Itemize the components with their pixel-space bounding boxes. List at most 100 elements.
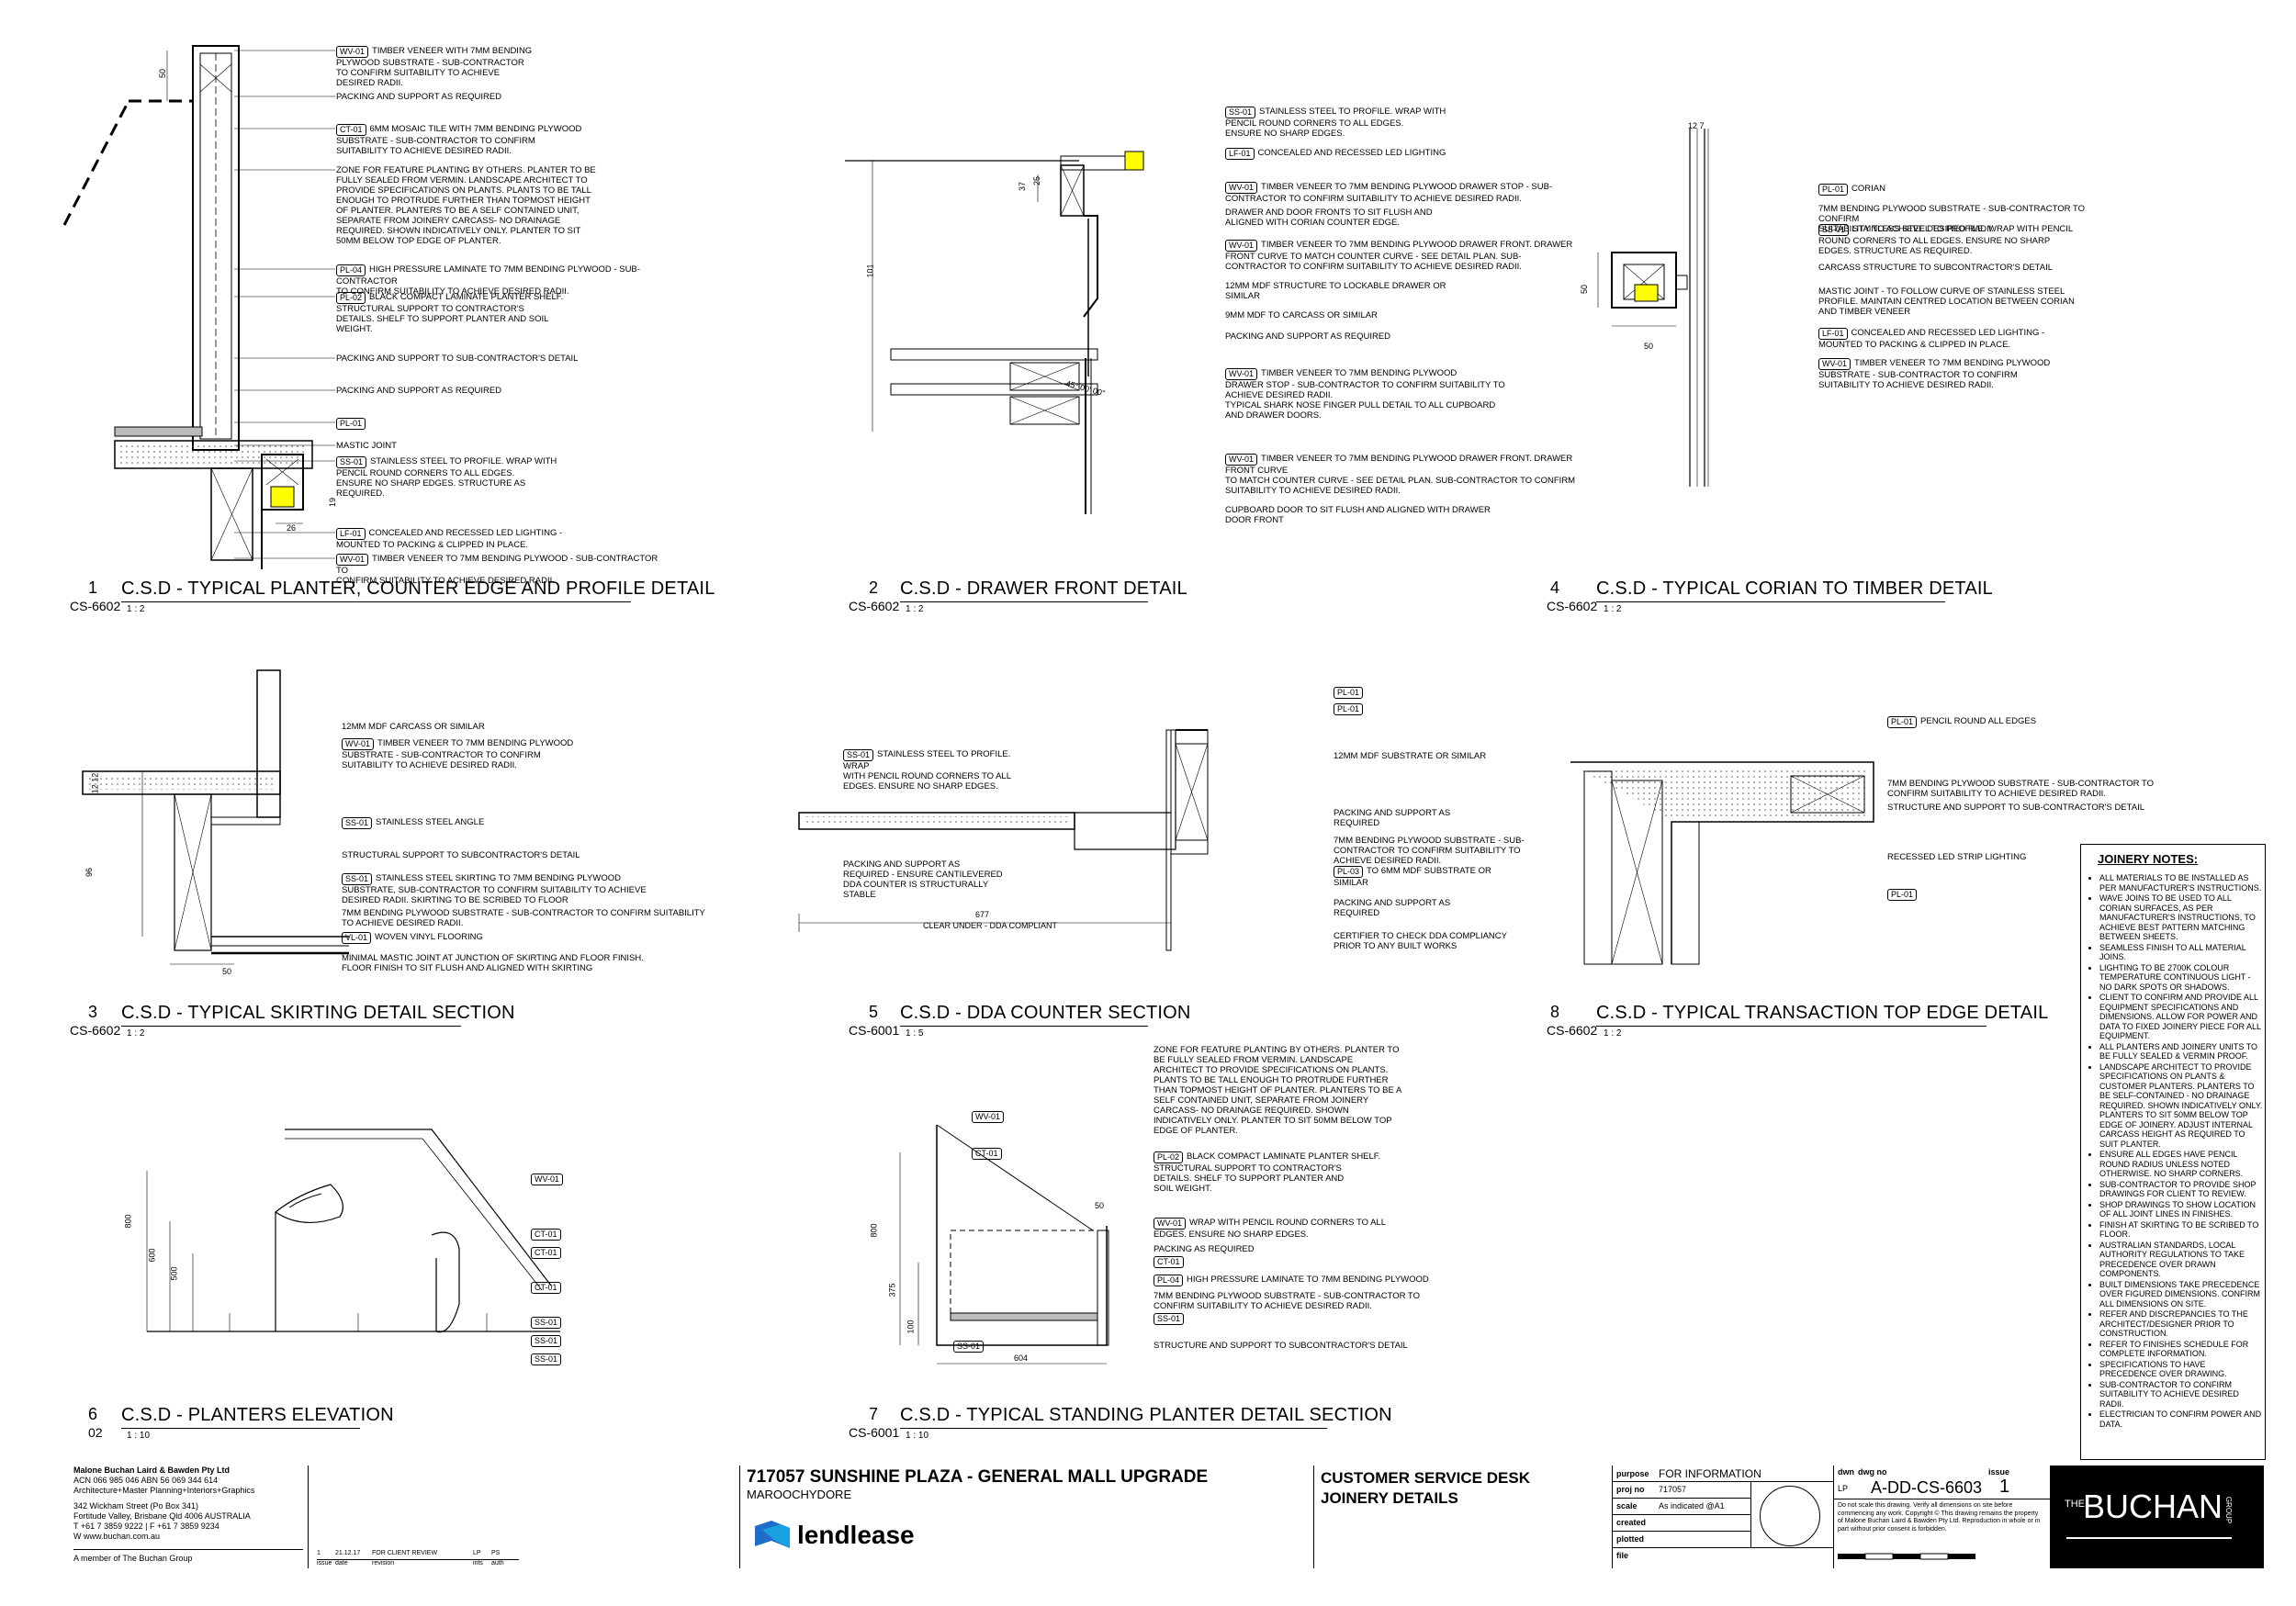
note-mastic: MINIMAL MASTIC JOINT AT JUNCTION OF SKIR… <box>342 953 644 973</box>
view3-scale: 1 : 2 <box>127 1028 145 1039</box>
scale-value: As indicated @A1 <box>1659 1501 1725 1511</box>
view5-drawing <box>798 729 1209 951</box>
view7-drawing <box>899 1124 1109 1365</box>
joinery-note: SPECIFICATIONS TO HAVE PRECEDENCE OVER D… <box>2099 1360 2265 1379</box>
dim-604: 604 <box>1014 1353 1029 1363</box>
joinery-note: BUILT DIMENSIONS TAKE PRECEDENCE OVER FI… <box>2099 1280 2265 1309</box>
view5-title: C.S.D - DDA COUNTER SECTION <box>900 1003 1190 1027</box>
disclaimer: Do not scale this drawing. Verify all di… <box>1838 1502 2041 1533</box>
firm-addr2: Fortitude Valley, Brisbane Qld 4006 AUST… <box>73 1511 251 1521</box>
view3-title: C.S.D - TYPICAL SKIRTING DETAIL SECTION <box>121 1003 514 1027</box>
note-packing2: PACKING AND SUPPORT AS REQUIRED <box>1334 898 1451 918</box>
view6-sheet: 02 <box>88 1425 103 1440</box>
note-zone: ZONE FOR FEATURE PLANTING BY OTHERS. PLA… <box>1154 1045 1402 1136</box>
view5-scale: 1 : 5 <box>906 1028 924 1039</box>
issue-value: 1 <box>1999 1477 2010 1497</box>
joinery-note: SUB-CONTRACTOR TO CONFIRM SUITABILITY TO… <box>2099 1380 2265 1409</box>
firm-addr1: 342 Wickham Street (Po Box 341) <box>73 1501 199 1511</box>
note-mastic: MASTIC JOINT <box>336 441 397 451</box>
joinery-note: SUB-CONTRACTOR TO PROVIDE SHOP DRAWINGS … <box>2099 1180 2265 1199</box>
joinery-note: LANDSCAPE ARCHITECT TO PROVIDE SPECIFICA… <box>2099 1062 2265 1150</box>
joinery-note: ALL MATERIALS TO BE INSTALLED AS PER MAN… <box>2099 873 2265 893</box>
view6-drawing <box>146 1129 560 1333</box>
dim-800: 800 <box>869 1223 879 1238</box>
joinery-note: ENSURE ALL EDGES HAVE PENCIL ROUND RADIU… <box>2099 1150 2265 1179</box>
tag-ss01: SS-01 <box>953 1341 987 1353</box>
dim-500: 500 <box>169 1266 179 1281</box>
tag-ss01-c: SS-01 <box>531 1353 565 1365</box>
info-table: purpose FOR INFORMATION proj no 717057 s… <box>1613 1466 1833 1568</box>
dim-600: 600 <box>147 1248 157 1263</box>
joinery-note: SEAMLESS FINISH TO ALL MATERIAL JOINS. <box>2099 943 2265 962</box>
joinery-notes-list: ALL MATERIALS TO BE INSTALLED AS PER MAN… <box>2081 873 2265 1429</box>
joinery-note: REFER TO FINISHES SCHEDULE FOR COMPLETE … <box>2099 1340 2265 1359</box>
tag-ss01-b: SS-01 <box>531 1335 565 1347</box>
view4-drawing <box>1597 129 1709 487</box>
note-7mm: 7MM BENDING PLYWOOD SUBSTRATE - SUB-CONT… <box>1154 1291 1420 1311</box>
view7-sheet: CS-6001 <box>849 1425 900 1440</box>
note-12mm: 12MM MDF CARCASS OR SIMILAR <box>342 722 485 732</box>
tag-wv01: WV-01 <box>972 1111 1007 1123</box>
dim-clear: CLEAR UNDER - DDA COMPLIANT <box>923 921 1058 930</box>
view7-title: C.S.D - TYPICAL STANDING PLANTER DETAIL … <box>900 1405 1392 1429</box>
view1-number: 1 <box>88 578 98 597</box>
note-12mm: 12MM MDF SUBSTRATE OR SIMILAR <box>1334 751 1487 761</box>
dim-12-7: 12 7 <box>1688 121 1705 130</box>
note-zone: ZONE FOR FEATURE PLANTING BY OTHERS. PLA… <box>336 165 596 246</box>
note-packing-sub: PACKING AND SUPPORT TO SUB-CONTRACTOR'S … <box>336 354 579 364</box>
view2-number: 2 <box>869 578 879 597</box>
dim-25: 25 <box>1032 175 1042 186</box>
note-structure: STRUCTURE AND SUPPORT TO SUB-CONTRACTOR'… <box>1887 803 2144 813</box>
dim-101: 101 <box>865 264 875 278</box>
tag-ct01-a: CT-01 <box>531 1229 565 1241</box>
dwg-no-value: A-DD-CS-6603 <box>1871 1478 1983 1497</box>
note-packing: PACKING AND SUPPORT AS REQUIRED <box>1225 331 1391 342</box>
purpose-value: FOR INFORMATION <box>1659 1467 1761 1480</box>
joinery-note: FINISH AT SKIRTING TO BE SCRIBED TO FLOO… <box>2099 1220 2265 1240</box>
view1-title: C.S.D - TYPICAL PLANTER, COUNTER EDGE AN… <box>121 578 715 602</box>
firm-disciplines: Architecture+Master Planning+Interiors+G… <box>73 1486 255 1495</box>
scale-bar <box>1838 1553 1975 1560</box>
note-certifier: CERTIFIER TO CHECK DDA COMPLIANCY PRIOR … <box>1334 931 1507 951</box>
note-structure: STRUCTURE AND SUPPORT TO SUBCONTRACTOR'S… <box>1154 1341 1408 1351</box>
view4-sheet: CS-6602 <box>1547 599 1598 613</box>
view8-title: C.S.D - TYPICAL TRANSACTION TOP EDGE DET… <box>1596 1003 2048 1027</box>
view2-drawing <box>845 151 1144 514</box>
project-location: MAROOCHYDORE <box>747 1488 852 1501</box>
view1-sheet: CS-6602 <box>70 599 121 613</box>
dwn-value: LP <box>1838 1484 1849 1493</box>
view8-scale: 1 : 2 <box>1604 1028 1622 1039</box>
note-7mm: 7MM BENDING PLYWOOD SUBSTRATE - SUB- CON… <box>1334 836 1525 866</box>
view3-drawing <box>82 669 349 965</box>
joinery-note: REFER AND DISCREPANCIES TO THE ARCHITECT… <box>2099 1309 2265 1339</box>
joinery-note: ALL PLANTERS AND JOINERY UNITS TO BE FUL… <box>2099 1042 2265 1061</box>
buchan-logo: THE BUCHAN GROUP <box>2050 1466 2264 1568</box>
sheet-title-1: CUSTOMER SERVICE DESK <box>1321 1469 1530 1487</box>
dim-96: 96 <box>84 867 95 878</box>
firm-phone: T +61 7 3859 9222 | F +61 7 3859 9234 <box>73 1522 219 1531</box>
north-stamp-circle <box>1760 1486 1820 1546</box>
drawing-number-block: dwn LP dwg no A-DD-CS-6603 issue 1 Do no… <box>1834 1466 2050 1568</box>
note-mastic: MASTIC JOINT - TO FOLLOW CURVE OF STAINL… <box>1818 286 2075 317</box>
note-7mm: 7MM BENDING PLYWOOD SUBSTRATE - SUB-CONT… <box>1887 779 2154 799</box>
note-fronts: DRAWER AND DOOR FRONTS TO SIT FLUSH AND … <box>1225 208 1433 228</box>
tag-ct01-c: CT-01 <box>531 1282 565 1294</box>
dim-50: 50 <box>158 68 168 79</box>
note-ss01: SS-01 <box>1154 1313 1187 1325</box>
